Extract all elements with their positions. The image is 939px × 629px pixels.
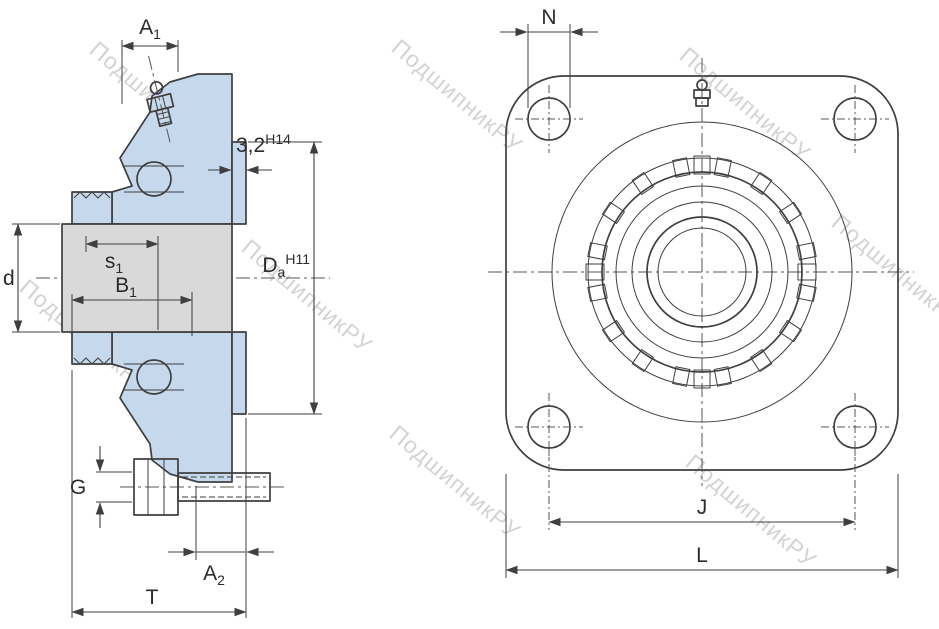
bore-chamfer-circle	[657, 227, 747, 317]
bolt-hole-top-right	[821, 85, 889, 153]
dim-a1: A1	[121, 16, 179, 104]
dim-a2: A2	[168, 486, 274, 588]
section-view: A1 3,2H14 s1 B1 d	[3, 16, 330, 618]
dim-n: N	[500, 6, 598, 108]
dim-label-a1: A1	[139, 16, 161, 42]
dim-da: DaH11	[248, 141, 322, 415]
collar-serration-lower	[73, 357, 111, 365]
watermark-text: ПодшипникРУ	[385, 420, 526, 544]
dim-step-3-2: 3,2H14	[208, 131, 291, 175]
dim-label-da: DaH11	[262, 251, 310, 280]
dim-t: T	[71, 370, 247, 618]
grease-fitting-dome	[149, 81, 164, 95]
grease-nipple-front	[693, 79, 711, 107]
spigot-lower	[231, 331, 247, 415]
spigot-upper	[231, 141, 247, 225]
dim-g: G	[70, 446, 132, 528]
locknut-body-circle	[601, 171, 803, 373]
flange-housing-lower	[111, 331, 233, 483]
mounting-bolt	[120, 458, 285, 516]
dim-label-step: 3,2H14	[236, 131, 291, 157]
dim-label-a2: A2	[203, 562, 225, 588]
locknut-teeth	[587, 157, 817, 387]
dim-d: d	[3, 223, 60, 333]
bearing-ball-upper	[136, 161, 172, 197]
dim-label-d: d	[3, 267, 15, 290]
grease-nipple-base	[695, 97, 709, 107]
grease-fitting	[146, 55, 175, 146]
grease-fitting-stem	[155, 106, 173, 128]
shaft	[61, 223, 233, 333]
washer-tab-left	[585, 263, 605, 281]
housing-boss-circle	[551, 121, 853, 423]
dim-l: L	[505, 474, 899, 578]
bolt-hole-top-left	[515, 85, 583, 153]
washer-tab-right	[797, 263, 817, 281]
keyway-slot-top	[693, 155, 711, 175]
dim-label-t: T	[146, 586, 159, 609]
lock-washer-circle	[615, 185, 789, 359]
dim-label-s1: s1	[105, 250, 124, 276]
dim-label-g: G	[70, 476, 86, 499]
dim-s1: s1	[85, 236, 159, 330]
thread-circle	[631, 201, 773, 343]
shaft-bore	[646, 216, 758, 328]
dim-label-b1: B1	[115, 274, 137, 300]
bearing-ball-lower	[136, 359, 172, 395]
grease-fitting-axis	[148, 55, 172, 146]
dim-b1: B1	[71, 274, 193, 340]
dim-label-n: N	[541, 6, 556, 29]
flange-housing-upper	[111, 73, 233, 225]
front-view: N J L	[488, 6, 914, 578]
collar-serration-upper	[73, 191, 111, 199]
keyway-slot-bottom	[693, 369, 711, 389]
dim-j: J	[548, 448, 856, 530]
dim-label-l: L	[696, 544, 708, 567]
locking-collar-upper	[71, 191, 113, 225]
dim-label-j: J	[697, 496, 708, 519]
locking-collar-lower	[71, 331, 113, 365]
watermark-text: ПодшипникРУ	[827, 209, 939, 333]
bolt-shank	[177, 472, 271, 502]
